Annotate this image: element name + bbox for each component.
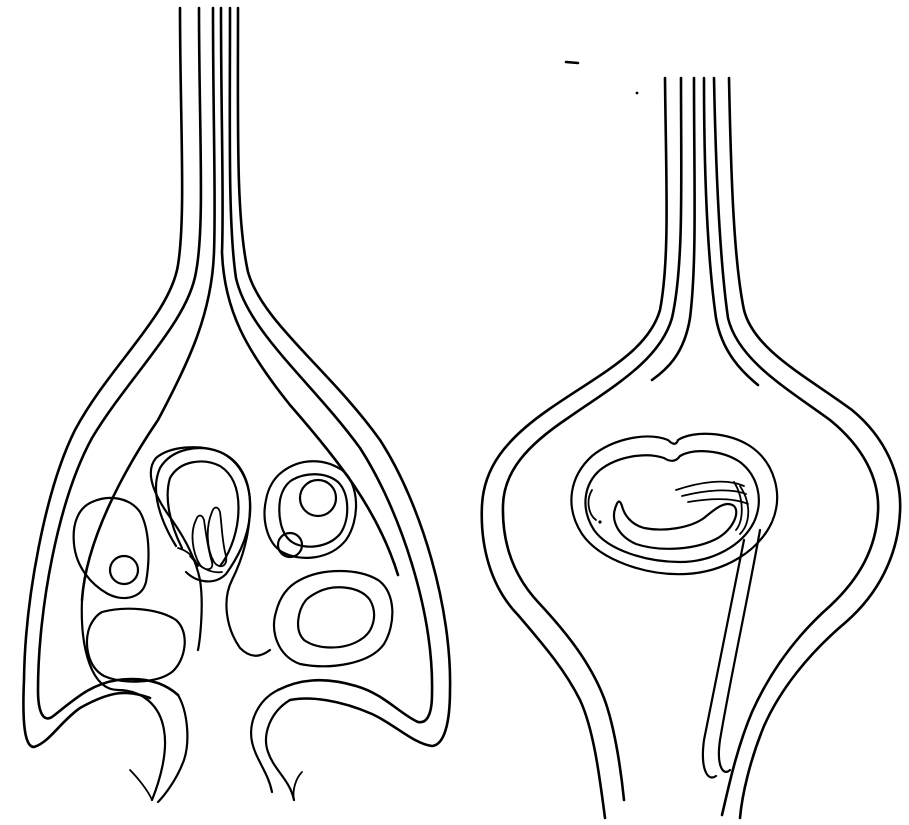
left-lobe-tip-right <box>293 772 302 800</box>
right-style-center-left <box>652 78 695 380</box>
left-outer-wall-outer <box>23 8 182 747</box>
right-funicle-left <box>703 540 744 778</box>
left-ovule-bottom-right-inner <box>298 587 374 647</box>
left-lobe-right-inner <box>251 690 278 792</box>
right-style-inner-right <box>714 78 878 815</box>
right-embryo-streak-3 <box>688 499 748 504</box>
left-ovary-section <box>23 8 450 802</box>
right-style-outer-left <box>482 78 667 818</box>
left-ovule-center-inner <box>168 462 239 566</box>
right-ovule-left-lobe <box>589 490 596 520</box>
left-ovule-top-right-cell-large <box>300 480 336 516</box>
left-lobe-left-inner <box>158 695 187 802</box>
right-speck-dash <box>566 62 578 63</box>
left-stylar-canal-left <box>82 8 215 600</box>
left-lobe-tip-left <box>130 770 152 800</box>
right-embryo-streak-2 <box>682 490 746 496</box>
right-style-inner-left <box>503 78 681 800</box>
right-embryo-crescent <box>614 502 736 549</box>
left-ovule-top-left-nucleus <box>110 556 138 584</box>
right-ovary-section <box>482 62 900 818</box>
left-embryo-hook <box>178 548 222 572</box>
right-ovule-inner <box>585 451 758 562</box>
left-ovule-top-right-inner <box>279 474 347 546</box>
left-ovule-bottom-left <box>87 609 185 682</box>
right-speck-dot-1 <box>598 520 601 523</box>
right-speck-dot-2 <box>636 92 639 95</box>
